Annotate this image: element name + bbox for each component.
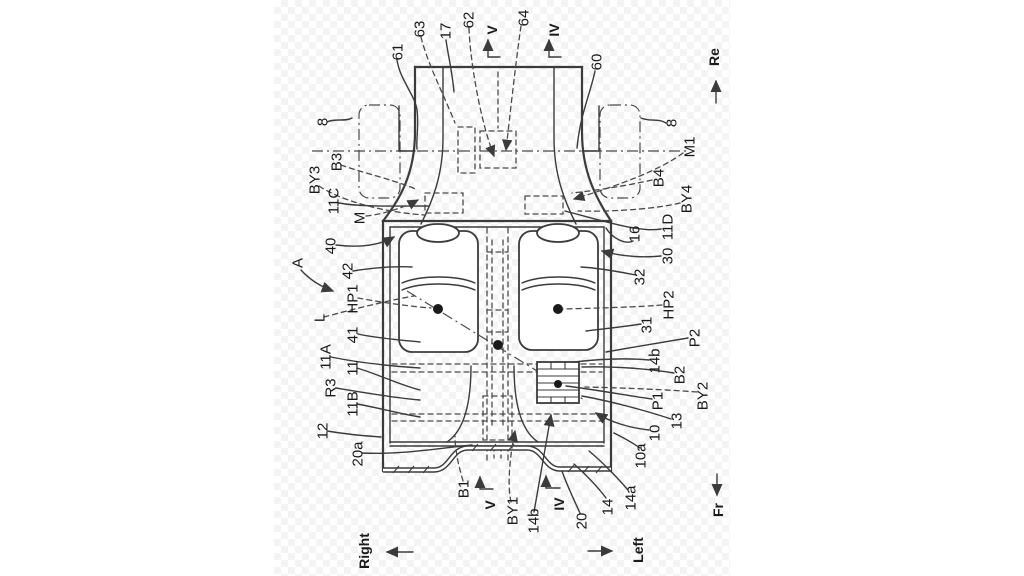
point-P1-dot	[554, 380, 562, 388]
ref-label-L: L	[311, 314, 328, 322]
ref-label-B4: B4	[650, 169, 667, 187]
section-cut-arrows	[474, 38, 562, 490]
reference-labels: 61 63 17 62 V 64 IV 60 Re 8 BY3 B3 11C M…	[289, 10, 726, 569]
ref-label-BY1: BY1	[504, 497, 521, 525]
arrow-10	[594, 412, 650, 431]
ref-label-HP2: HP2	[660, 290, 677, 319]
ref-label-63: 63	[411, 21, 428, 38]
ref-label-16: 16	[626, 226, 643, 243]
ref-label-B2: B2	[671, 366, 688, 384]
ref-label-8-left: 8	[314, 118, 331, 126]
arrowed-leaders	[300, 25, 684, 513]
right-mount-11D-outline	[524, 195, 564, 215]
left-rear-bracket	[398, 105, 416, 152]
section-arrow-IV-top	[543, 38, 562, 58]
ref-label-M: M	[351, 212, 368, 225]
component-63-outline	[457, 126, 476, 174]
ref-label-BY4: BY4	[678, 185, 695, 213]
component-62-64-outline	[479, 130, 517, 169]
section-arrow-V-bottom	[474, 475, 494, 490]
ref-label-20a: 20a	[349, 441, 366, 467]
ref-label-M1: M1	[681, 137, 698, 158]
arrow-A	[300, 269, 335, 293]
arrow-M1	[572, 152, 684, 201]
left-headrest	[416, 223, 460, 243]
hip-point-1-dot	[433, 304, 443, 314]
right-seat	[518, 223, 599, 351]
section-label-IV-bottom: IV	[551, 497, 567, 511]
ref-label-P2: P2	[686, 329, 703, 347]
axle-center-lines	[312, 71, 688, 152]
ref-label-14a: 14a	[622, 485, 639, 511]
ref-label-11B: 11B	[344, 391, 361, 417]
ref-label-32: 32	[631, 269, 648, 286]
section-arrow-IV-bottom	[540, 474, 561, 489]
ref-label-BY3: BY3	[306, 166, 323, 194]
ref-label-30: 30	[659, 248, 676, 265]
ref-label-41: 41	[344, 327, 361, 344]
ref-label-11C: 11C	[325, 188, 342, 215]
ref-label-BY2: BY2	[694, 382, 711, 410]
arrow-64	[502, 25, 522, 152]
ref-label-61: 61	[389, 44, 406, 61]
section-label-V-top: V	[484, 25, 500, 35]
ref-label-HP1: HP1	[344, 284, 361, 313]
solid-leader-lines	[326, 39, 689, 514]
arrow-M	[365, 199, 420, 217]
ref-label-B3: B3	[328, 153, 345, 171]
arrow-30	[600, 248, 662, 260]
ref-label-P1: P1	[649, 392, 666, 410]
ref-label-62: 62	[460, 12, 477, 29]
hip-point-2-dot	[553, 304, 563, 314]
ref-label-11D: 11D	[659, 214, 676, 241]
ref-label-11: 11	[344, 360, 361, 376]
ref-label-A: A	[289, 258, 306, 268]
ref-label-10: 10	[646, 425, 663, 442]
ref-label-14: 14	[599, 499, 616, 516]
arrow-40	[335, 236, 396, 248]
transparency-checker-background	[274, 0, 730, 576]
arrow-62	[468, 27, 496, 158]
left-mount-11C-outline	[424, 192, 464, 214]
ref-label-17: 17	[437, 23, 454, 40]
direction-arrows	[385, 79, 723, 558]
section-label-IV-top: IV	[546, 23, 562, 37]
ref-label-14b-bottom: 14b	[525, 508, 542, 533]
right-rear-bracket	[581, 105, 600, 152]
right-headrest	[536, 223, 580, 243]
arrow-BY1	[507, 429, 518, 503]
ref-label-11A: 11A	[317, 344, 334, 370]
ref-label-8-right: 8	[663, 119, 680, 127]
ref-label-40: 40	[322, 238, 339, 255]
ref-label-60: 60	[588, 54, 605, 71]
ref-label-20: 20	[573, 513, 590, 530]
ref-label-R3: R3	[322, 378, 339, 397]
center-point-dot	[493, 340, 503, 350]
ref-label-14b-right: 14b	[646, 348, 663, 373]
direction-label-front: Fr	[710, 502, 726, 517]
right-rear-wheel	[599, 104, 641, 199]
ref-label-B1: B1	[455, 480, 472, 498]
arrow-14b-bottom	[533, 413, 555, 513]
front-toe-board	[383, 365, 611, 474]
ref-label-12: 12	[314, 423, 331, 440]
direction-label-left: Left	[630, 537, 646, 563]
section-label-V-bottom: V	[482, 500, 498, 510]
ref-label-42: 42	[339, 263, 356, 280]
rear-hidden-components	[424, 126, 564, 215]
section-arrow-V-top	[482, 38, 501, 58]
rear-body-section	[381, 65, 613, 225]
battery-unit	[536, 361, 580, 404]
ref-label-10a: 10a	[632, 443, 649, 469]
direction-label-rear: Re	[706, 48, 722, 66]
direction-label-right: Right	[356, 533, 372, 569]
left-seat	[398, 223, 479, 353]
ref-label-13: 13	[668, 413, 685, 430]
ref-label-64: 64	[515, 10, 532, 27]
ref-label-31: 31	[638, 317, 655, 334]
